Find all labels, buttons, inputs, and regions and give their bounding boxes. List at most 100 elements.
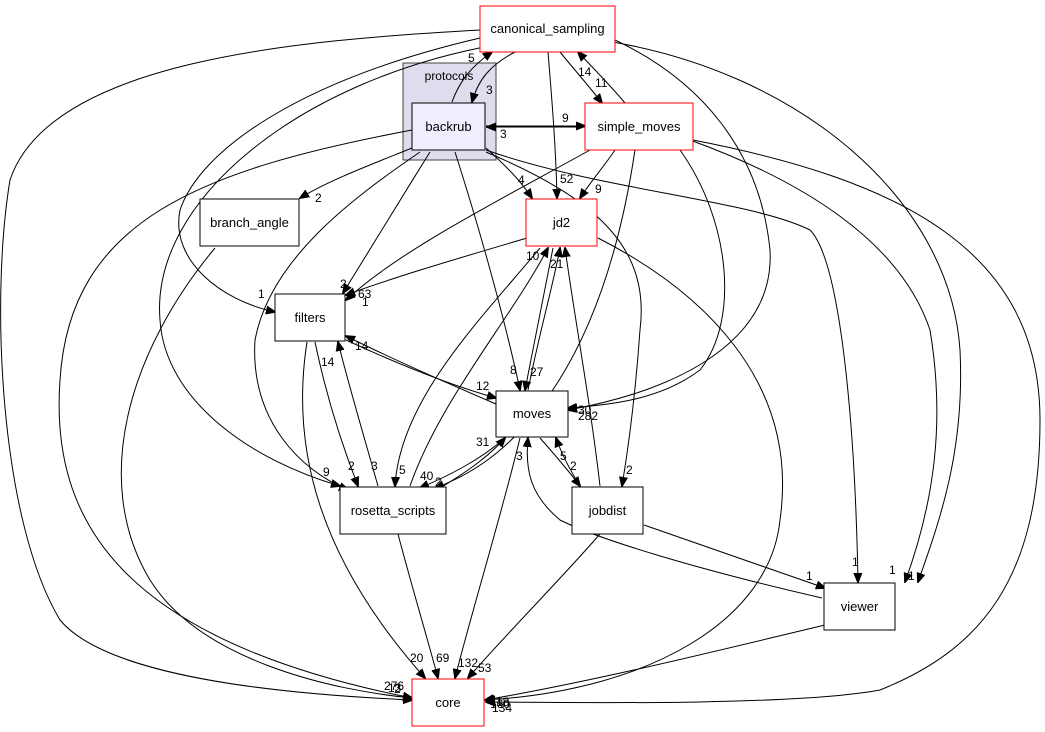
node-label-viewer: viewer [841, 599, 879, 614]
edge-backrub-to-branch-angle [300, 147, 413, 198]
label-cs-sm: 14 [578, 65, 592, 79]
edge-rosetta-scripts-to-filters [338, 342, 379, 487]
cluster-label: protocols [425, 69, 474, 83]
edge-simple-moves-to-viewer [689, 139, 938, 582]
edge-backrub-to-viewer [485, 149, 858, 582]
edge-moves-to-rosetta-scripts [420, 437, 506, 488]
label-backrub-viewer: 1 [852, 555, 859, 569]
node-label-filters: filters [294, 310, 326, 325]
edge-backrub-to-canonical-sampling [451, 52, 492, 103]
label-moves-jd2: 27 [530, 365, 544, 379]
edge-backrub-to-jobdist [485, 151, 642, 486]
edge-canonical-sampling-to-moves [568, 39, 771, 410]
label-backrub-jd2: 4 [518, 173, 525, 187]
label-sm-viewer: 1 [889, 563, 896, 577]
nodes: canonical_sampling backrub simple_moves … [199, 5, 896, 727]
label-cs-jd2: 52 [560, 172, 574, 186]
label-rs-core: 69 [436, 651, 450, 665]
label-jd2-rs: 10 [526, 249, 540, 263]
label-moves-core-near: 3 [516, 449, 523, 463]
node-branch-angle[interactable]: branch_angle [199, 198, 300, 247]
edge-jd2-to-core [486, 237, 784, 700]
label-cs-rs: 9 [323, 465, 330, 479]
edge-labels: 5 3 14 11 9 3 2 4 52 9 2 63 1 1 14 14 10… [258, 51, 915, 715]
edge-backrub-to-core [58, 129, 412, 698]
edge-jobdist-to-jd2 [565, 248, 601, 487]
node-canonical-sampling[interactable]: canonical_sampling [479, 5, 616, 53]
node-filters[interactable]: filters [274, 293, 346, 342]
edge-rosetta-scripts-to-core [397, 533, 438, 678]
label-core-right-b: 134 [492, 701, 512, 715]
node-jobdist[interactable]: jobdist [571, 486, 644, 535]
edge-viewer-to-core [485, 624, 826, 700]
edge-simple-moves-to-jd2 [580, 149, 616, 198]
node-backrub[interactable]: backrub [411, 102, 486, 151]
label-moves-filters: 14 [355, 339, 369, 353]
label-jd2-rs-b: 5 [399, 463, 406, 477]
label-moves-jobdist: 2 [570, 459, 577, 473]
edge-simple-moves-to-moves [568, 149, 726, 408]
label-sm-jd2: 9 [595, 182, 602, 196]
label-moves-rs: 40 [420, 469, 434, 483]
node-label-jobdist: jobdist [588, 503, 627, 518]
node-simple-moves[interactable]: simple_moves [584, 102, 694, 151]
label-sm-moves: 30 [578, 403, 592, 417]
label-cs-viewer: 1 [908, 569, 915, 583]
edge-moves-to-core [455, 437, 521, 678]
node-viewer[interactable]: viewer [823, 582, 896, 631]
node-label-moves: moves [513, 406, 552, 421]
label-jobdist-jd2: 21 [550, 257, 564, 271]
label-cs-moves: 282 [578, 409, 598, 423]
edge-canonical-sampling-to-viewer [599, 39, 962, 582]
label-cs-filters: 1 [258, 287, 265, 301]
label-filters-core: 20 [410, 651, 424, 665]
label-rs-moves: 31 [476, 435, 490, 449]
node-jd2[interactable]: jd2 [525, 198, 598, 247]
label-core-right-a: 160 [490, 697, 510, 711]
label-filters-rs: 2 [348, 459, 355, 473]
edge-moves-to-jd2 [527, 248, 560, 391]
label-moves-core: 132 [458, 656, 478, 670]
edge-moves-to-filters [346, 336, 497, 405]
label-sm-cs: 11 [595, 76, 608, 90]
label-cs-backrub: 5 [468, 51, 475, 65]
edge-jobdist-to-viewer [643, 524, 825, 588]
node-rosetta-scripts[interactable]: rosetta_scripts [339, 486, 447, 535]
label-backrub-jobdist: 2 [626, 463, 633, 477]
label-sm-backrub: 3 [500, 127, 507, 141]
edge-jobdist-to-core [468, 533, 601, 678]
edge-simple-moves-to-core [486, 139, 1041, 703]
edge-simple-moves-to-canonical-sampling [578, 52, 626, 104]
edge-jd2-to-filters [346, 237, 528, 295]
edge-branch-angle-to-core [120, 247, 412, 698]
edge-canonical-sampling-to-core [0, 29, 481, 700]
edge-moves-to-jobdist [539, 437, 580, 486]
edge-rosetta-scripts-to-jd2 [409, 248, 548, 487]
label-core-left-b: 2 [394, 682, 401, 696]
label-rs-filters: 14 [321, 355, 335, 369]
label-backrub-cs: 3 [486, 83, 493, 97]
label-sm-filters: 1 [362, 295, 369, 309]
node-label-core: core [435, 695, 460, 710]
edge-filters-to-rosetta-scripts [314, 341, 358, 486]
edge-backrub-to-filters [343, 151, 431, 293]
label-jobdist-core: 53 [478, 661, 492, 675]
node-label-simple-moves: simple_moves [597, 119, 681, 134]
label-core-left-a: 276 [384, 679, 404, 693]
edge-canonical-sampling-to-simple-moves [559, 51, 602, 103]
label-jobdist-viewer: 1 [806, 569, 813, 583]
edge-filters-to-core [302, 341, 425, 678]
edge-canonical-sampling-to-jd2 [547, 51, 557, 198]
node-core[interactable]: core [411, 678, 485, 727]
label-jobdist-moves: 5 [560, 449, 567, 463]
node-label-canonical-sampling: canonical_sampling [490, 21, 604, 36]
label-backrub-rs: 3 [371, 459, 378, 473]
label-sm-rs: 2 [435, 475, 442, 489]
edge-canonical-sampling-to-filters [178, 37, 481, 312]
edge-simple-moves-to-rosetta-scripts [435, 149, 636, 488]
label-core-right-c: 18 [496, 695, 510, 709]
node-moves[interactable]: moves [495, 390, 569, 438]
edge-canonical-sampling-to-rosetta-scripts [159, 44, 496, 486]
label-backrub-branch: 2 [315, 191, 322, 205]
